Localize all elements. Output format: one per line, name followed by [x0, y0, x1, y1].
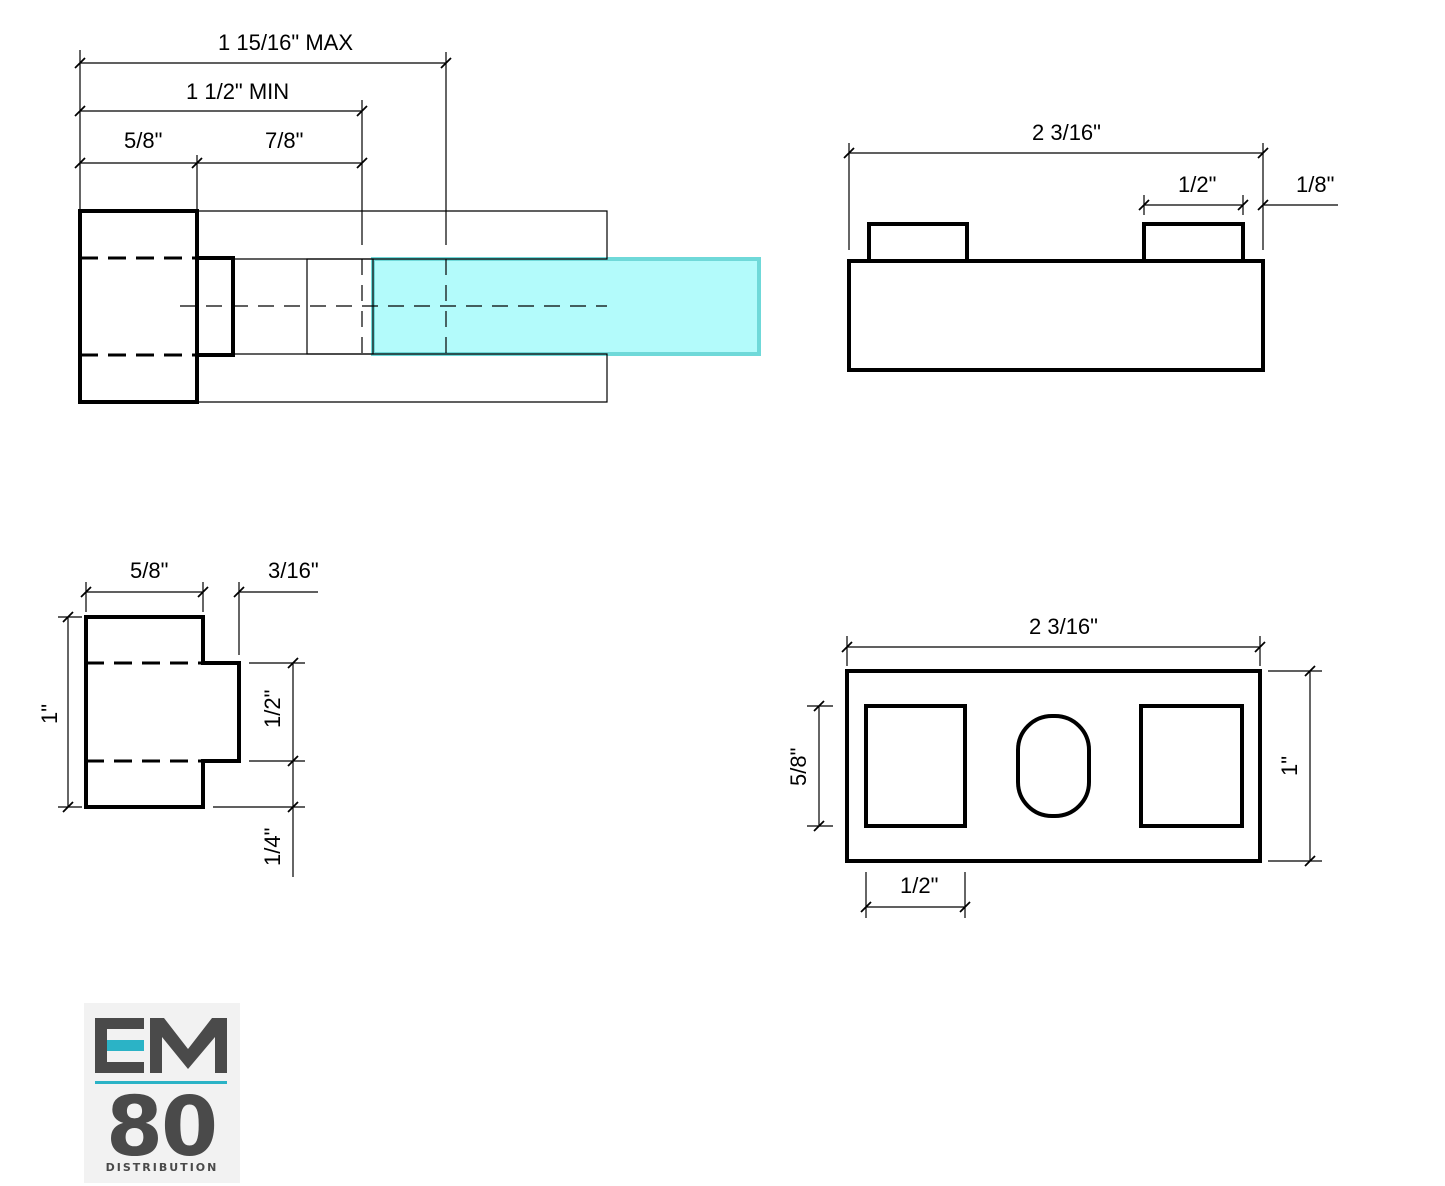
tick — [356, 105, 368, 117]
logo-e-bar-top — [95, 1018, 144, 1029]
tick — [80, 586, 92, 598]
logo-e-bar-bot — [95, 1062, 144, 1073]
dim-label-height: 1" — [37, 704, 62, 724]
logo-e-stem — [95, 1018, 107, 1073]
tick — [813, 820, 825, 832]
tick — [233, 586, 245, 598]
tick — [191, 157, 203, 169]
logo-number: 80 — [106, 1080, 216, 1175]
left-window — [864, 704, 967, 828]
base-body — [847, 259, 1265, 372]
tick — [62, 801, 74, 813]
bottom-right-view: 2 3/16" 1" 5/8" 1/2" — [786, 614, 1322, 918]
tick — [287, 801, 299, 813]
side-body — [84, 615, 241, 809]
tick — [287, 657, 299, 669]
tick — [1257, 147, 1269, 159]
dim-label-min: 1 1/2" MIN — [186, 79, 289, 104]
tick — [74, 57, 86, 69]
tick — [959, 901, 971, 913]
center-slot — [1016, 714, 1091, 818]
dim-label-tab: 1/2" — [1178, 172, 1216, 197]
dim-label-step: 3/16" — [268, 558, 319, 583]
tick — [813, 700, 825, 712]
tick — [841, 641, 853, 653]
tick — [74, 157, 86, 169]
tick — [1138, 199, 1150, 211]
dim-label-overall: 2 3/16" — [1029, 614, 1098, 639]
dim-label-offset: 1/8" — [1296, 172, 1334, 197]
right-tab — [1142, 222, 1245, 261]
tick — [356, 157, 368, 169]
bottom-left-view: 5/8" 3/16" 1" 1/2" 1/4" — [37, 558, 319, 877]
dim-label-bottom: 1/4" — [260, 828, 285, 866]
dim-label-right: 7/8" — [265, 128, 303, 153]
dim-label-max: 1 15/16" MAX — [218, 30, 353, 55]
tick — [860, 901, 872, 913]
front-body — [845, 669, 1262, 863]
tick — [1254, 641, 1266, 653]
tick — [1237, 199, 1249, 211]
top-right-view: 2 3/16" 1/2" 1/8" — [843, 120, 1338, 372]
tick — [197, 586, 209, 598]
right-window — [1139, 704, 1244, 828]
top-left-view: 1 15/16" MAX 1 1/2" MIN 5/8" 7/8" — [74, 30, 761, 404]
dim-label-height: 1" — [1277, 756, 1302, 776]
tick — [62, 611, 74, 623]
dim-label-window-height: 5/8" — [786, 748, 811, 786]
dim-label-overall: 2 3/16" — [1032, 120, 1101, 145]
tick — [1257, 199, 1269, 211]
left-tab — [867, 222, 969, 261]
tick — [287, 755, 299, 767]
dim-label-window-width: 1/2" — [900, 873, 938, 898]
tick — [1304, 665, 1316, 677]
tick — [440, 57, 452, 69]
logo-divider — [95, 1081, 227, 1084]
tick — [1304, 855, 1316, 867]
highlight-insert — [371, 257, 761, 356]
dim-label-tab-height: 1/2" — [260, 690, 285, 728]
outline-thin-bottom — [197, 353, 608, 403]
tick — [843, 147, 855, 159]
em80-logo: 80 DISTRIBUTION — [84, 1003, 240, 1183]
logo-e-bar-mid — [95, 1040, 144, 1051]
dim-label-left: 5/8" — [124, 128, 162, 153]
logo-m — [150, 1018, 227, 1073]
tick — [74, 105, 86, 117]
dim-label-width: 5/8" — [130, 558, 168, 583]
logo-sub: DISTRIBUTION — [106, 1161, 219, 1174]
outline-thin — [197, 210, 608, 260]
main-body — [78, 209, 199, 404]
